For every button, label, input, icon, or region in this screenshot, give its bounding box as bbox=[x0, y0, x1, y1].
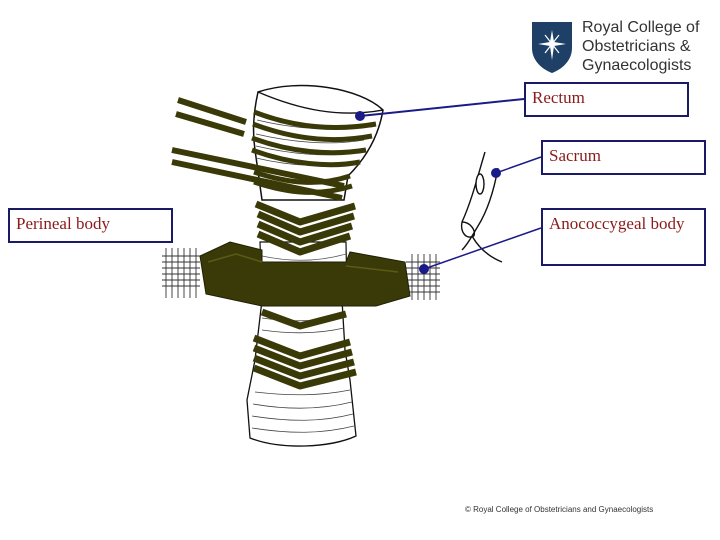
label-sacrum: Sacrum bbox=[541, 140, 706, 175]
muscle-bands-rectal bbox=[251, 109, 377, 195]
fiber-grid-right bbox=[406, 254, 440, 300]
rcog-logo: Royal College of Obstetricians & Gynaeco… bbox=[528, 18, 708, 80]
pointer-rectum bbox=[355, 98, 525, 121]
muscle-bands-lower bbox=[252, 308, 357, 390]
label-perineal-body: Perineal body bbox=[8, 208, 173, 243]
label-anococcygeal-body: Anococcygeal body bbox=[541, 208, 706, 266]
copyright-notice: © Royal College of Obstetricians and Gyn… bbox=[465, 505, 654, 514]
pointer-anococcygeal bbox=[419, 227, 542, 274]
pointer-sacrum bbox=[491, 156, 542, 178]
external-sphincter-ring bbox=[199, 241, 411, 307]
fiber-grid-left bbox=[162, 248, 200, 298]
logo-line-3: Gynaecologists bbox=[582, 57, 692, 74]
muscle-bands-levator bbox=[254, 200, 356, 256]
logo-line-1: Royal College of bbox=[582, 19, 700, 36]
logo-line-2: Obstetricians & bbox=[582, 38, 691, 55]
logo-wordmark: Royal College of Obstetricians & Gynaeco… bbox=[582, 18, 699, 75]
shield-star-icon bbox=[532, 22, 572, 73]
label-rectum: Rectum bbox=[524, 82, 689, 117]
sacrum-coccyx bbox=[460, 151, 503, 263]
